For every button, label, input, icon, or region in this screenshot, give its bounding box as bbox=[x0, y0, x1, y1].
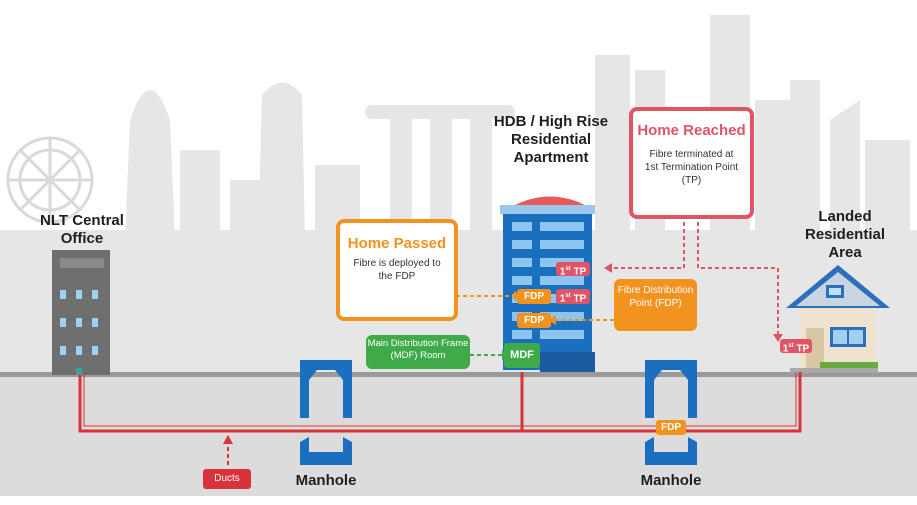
nlt-office-label: NLT Central Office bbox=[40, 212, 124, 247]
underground-area bbox=[0, 372, 917, 497]
fdp-callout-box: Fibre Distribution Point (FDP) bbox=[614, 279, 697, 331]
ground-line bbox=[0, 372, 917, 377]
manhole-right-icon bbox=[645, 360, 697, 465]
fibre-cable-route bbox=[78, 372, 802, 433]
tp-tag-middle: 1st TP bbox=[556, 289, 590, 304]
ferris-wheel-icon bbox=[6, 136, 94, 224]
home-reached-box: Home Reached Fibre terminated at 1st Ter… bbox=[629, 107, 754, 219]
landed-label: Landed Residential Area bbox=[804, 208, 886, 261]
home-passed-desc: Fibre is deployed to the FDP bbox=[353, 258, 441, 282]
ducts-tag: Ducts bbox=[203, 469, 251, 489]
fdp-tag-lower: FDP bbox=[517, 313, 551, 328]
tp-tag-upper: 1st TP bbox=[556, 262, 590, 277]
city-skyline-background bbox=[0, 15, 917, 375]
dashed-connectors bbox=[223, 222, 779, 465]
home-passed-title: Home Passed bbox=[347, 235, 447, 252]
hdb-label: HDB / High Rise Residential Apartment bbox=[493, 113, 609, 166]
mdf-tag: MDF bbox=[504, 343, 540, 368]
manhole-left-label: Manhole bbox=[295, 472, 357, 489]
fdp-tag-duct: FDP bbox=[656, 420, 686, 435]
mdf-callout-box: Main Distribution Frame (MDF) Room bbox=[366, 335, 470, 369]
nlt-building-icon bbox=[52, 250, 110, 375]
home-reached-title: Home Reached bbox=[637, 122, 746, 139]
manhole-right-label: Manhole bbox=[640, 472, 702, 489]
home-passed-box: Home Passed Fibre is deployed to the FDP bbox=[336, 219, 458, 321]
house-icon bbox=[786, 265, 890, 373]
tp-tag-house: 1st TP bbox=[780, 339, 812, 354]
manhole-left-icon bbox=[300, 360, 352, 465]
home-reached-desc: Fibre terminated at 1st Termination Poin… bbox=[644, 149, 739, 186]
fdp-tag-upper: FDP bbox=[517, 289, 551, 304]
